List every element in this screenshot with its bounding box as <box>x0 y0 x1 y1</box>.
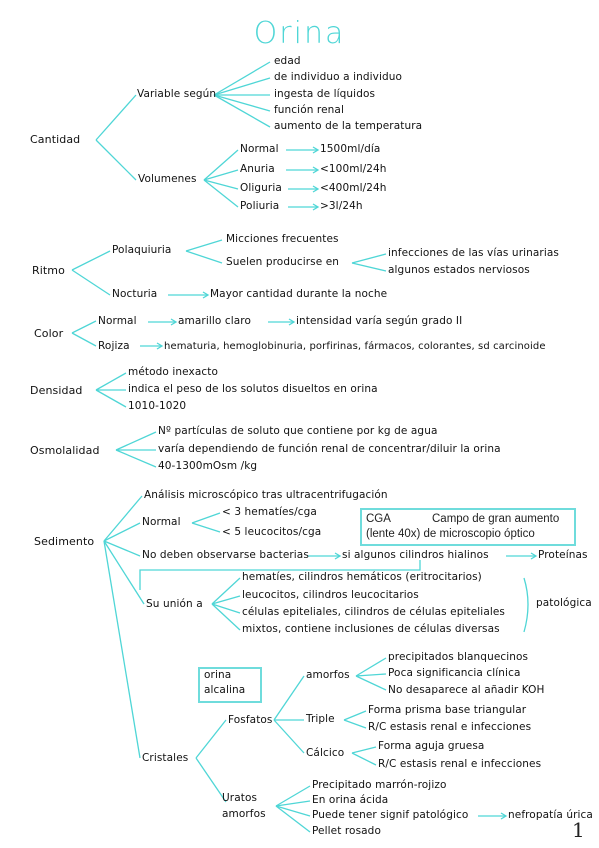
box-text: orina <box>204 669 232 681</box>
cantidad-label: Cantidad <box>30 133 81 146</box>
volume-value: <100ml/24h <box>320 163 387 175</box>
list-item: edad <box>274 55 301 67</box>
list-item: amarillo claro <box>178 315 251 327</box>
list-item: R/C estasis renal e infecciones <box>378 758 542 770</box>
list-item: Micciones frecuentes <box>226 233 339 245</box>
page-number: 1 <box>572 818 585 842</box>
list-item: Análisis microscópico tras ultracentrifu… <box>144 489 388 501</box>
list-item: Proteínas <box>538 549 588 561</box>
arrowhead <box>312 185 320 193</box>
list-item: infecciones de las vías urinarias <box>388 247 559 259</box>
list-item: de individuo a individuo <box>274 71 403 83</box>
densidad-label: Densidad <box>30 384 83 397</box>
union-label: Su unión a <box>146 598 203 610</box>
cga-abbr: CGA <box>366 513 391 525</box>
volumenes-label: Volumenes <box>138 173 197 185</box>
cristales-label: Cristales <box>142 752 189 764</box>
color-label: Color <box>34 327 64 340</box>
list-item: Puede tener signif patológico <box>312 809 469 821</box>
triple-label: Triple <box>306 713 335 725</box>
list-item: En orina ácida <box>312 794 389 806</box>
list-item: nefropatía úrica <box>508 809 593 821</box>
arrowhead <box>156 342 164 350</box>
arrowhead <box>334 552 342 560</box>
list-item: ingesta de líquidos <box>274 88 376 100</box>
volume-name: Anuria <box>240 163 275 175</box>
list-item: indica el peso de los solutos disueltos … <box>128 383 378 395</box>
list-item: Forma prisma base triangular <box>368 704 527 716</box>
list-item: Mayor cantidad durante la noche <box>210 288 388 300</box>
arrowhead <box>202 291 210 299</box>
box-text: alcalina <box>204 684 246 696</box>
cga-definition: Campo de gran aumento <box>432 513 560 525</box>
list-item: 40-1300mOsm /kg <box>158 460 258 472</box>
cga-note: (lente 40x) de microscopio óptico <box>366 528 535 540</box>
arrowhead <box>530 552 538 560</box>
list-item: función renal <box>274 104 344 116</box>
variable-label: Variable según <box>137 88 217 100</box>
list-item: intensidad varía según grado II <box>296 315 463 327</box>
list-item: R/C estasis renal e infecciones <box>368 721 532 733</box>
arrowhead <box>500 812 508 820</box>
list-item: Nº partículas de soluto que contiene por… <box>158 425 438 437</box>
color-rojiza-label: Rojiza <box>98 340 130 352</box>
list-item: < 5 leucocitos/cga <box>222 526 322 538</box>
fosfatos-label: Fosfatos <box>228 714 273 726</box>
list-item: Pellet rosado <box>312 825 381 837</box>
uratos-label: amorfos <box>222 808 266 820</box>
list-item: No deben observarse bacterias <box>142 549 309 561</box>
polaquiuria-label: Polaquiuria <box>112 244 172 256</box>
nocturia-label: Nocturia <box>112 288 158 300</box>
list-item: Suelen producirse en <box>226 256 340 268</box>
arrowhead <box>288 318 296 326</box>
list-item: 1010-1020 <box>128 400 187 412</box>
volume-value: <400ml/24h <box>320 182 387 194</box>
color-normal-label: Normal <box>98 315 137 327</box>
list-item: patológica <box>536 597 592 609</box>
sedimento-normal-label: Normal <box>142 516 181 528</box>
arrowhead <box>312 146 320 154</box>
calcico-label: Cálcico <box>306 747 345 759</box>
list-item: aumento de la temperatura <box>274 120 423 132</box>
list-item: hematíes, cilindros hemáticos (eritrocit… <box>242 571 482 583</box>
list-item: leucocitos, cilindros leucocitarios <box>242 589 419 601</box>
volume-value: 1500ml/día <box>320 143 381 155</box>
volume-name: Poliuria <box>240 200 280 212</box>
amorfos-label: amorfos <box>306 669 350 681</box>
list-item: Precipitado marrón-rojizo <box>312 779 447 791</box>
list-item: hematuria, hemoglobinuria, porfirinas, f… <box>164 341 546 352</box>
page-title: Orina <box>253 16 346 51</box>
ritmo-label: Ritmo <box>32 264 65 277</box>
arrowhead <box>312 166 320 174</box>
volume-name: Normal <box>240 143 279 155</box>
arrowhead <box>170 318 178 326</box>
volume-value: >3l/24h <box>320 200 363 212</box>
list-item: precipitados blanquecinos <box>388 651 529 663</box>
list-item: No desaparece al añadir KOH <box>388 684 545 696</box>
list-item: Forma aguja gruesa <box>378 740 485 752</box>
list-item: Poca significancia clínica <box>388 667 521 679</box>
list-item: células epiteliales, cilindros de célula… <box>242 606 506 618</box>
uratos-label: Uratos <box>222 792 258 804</box>
arrowhead <box>312 203 320 211</box>
list-item: mixtos, contiene inclusiones de células … <box>242 623 500 635</box>
list-item: < 3 hematíes/cga <box>222 506 317 518</box>
list-item: si algunos cilindros hialinos <box>342 549 489 561</box>
volume-name: Oliguria <box>240 182 282 194</box>
cga-definition-box <box>360 508 576 546</box>
orina-alcalina-box <box>198 667 262 703</box>
list-item: método inexacto <box>128 366 218 378</box>
sedimento-label: Sedimento <box>34 535 95 548</box>
osmolalidad-label: Osmolalidad <box>30 444 100 457</box>
list-item: varía dependiendo de función renal de co… <box>158 443 501 455</box>
list-item: algunos estados nerviosos <box>388 264 530 276</box>
